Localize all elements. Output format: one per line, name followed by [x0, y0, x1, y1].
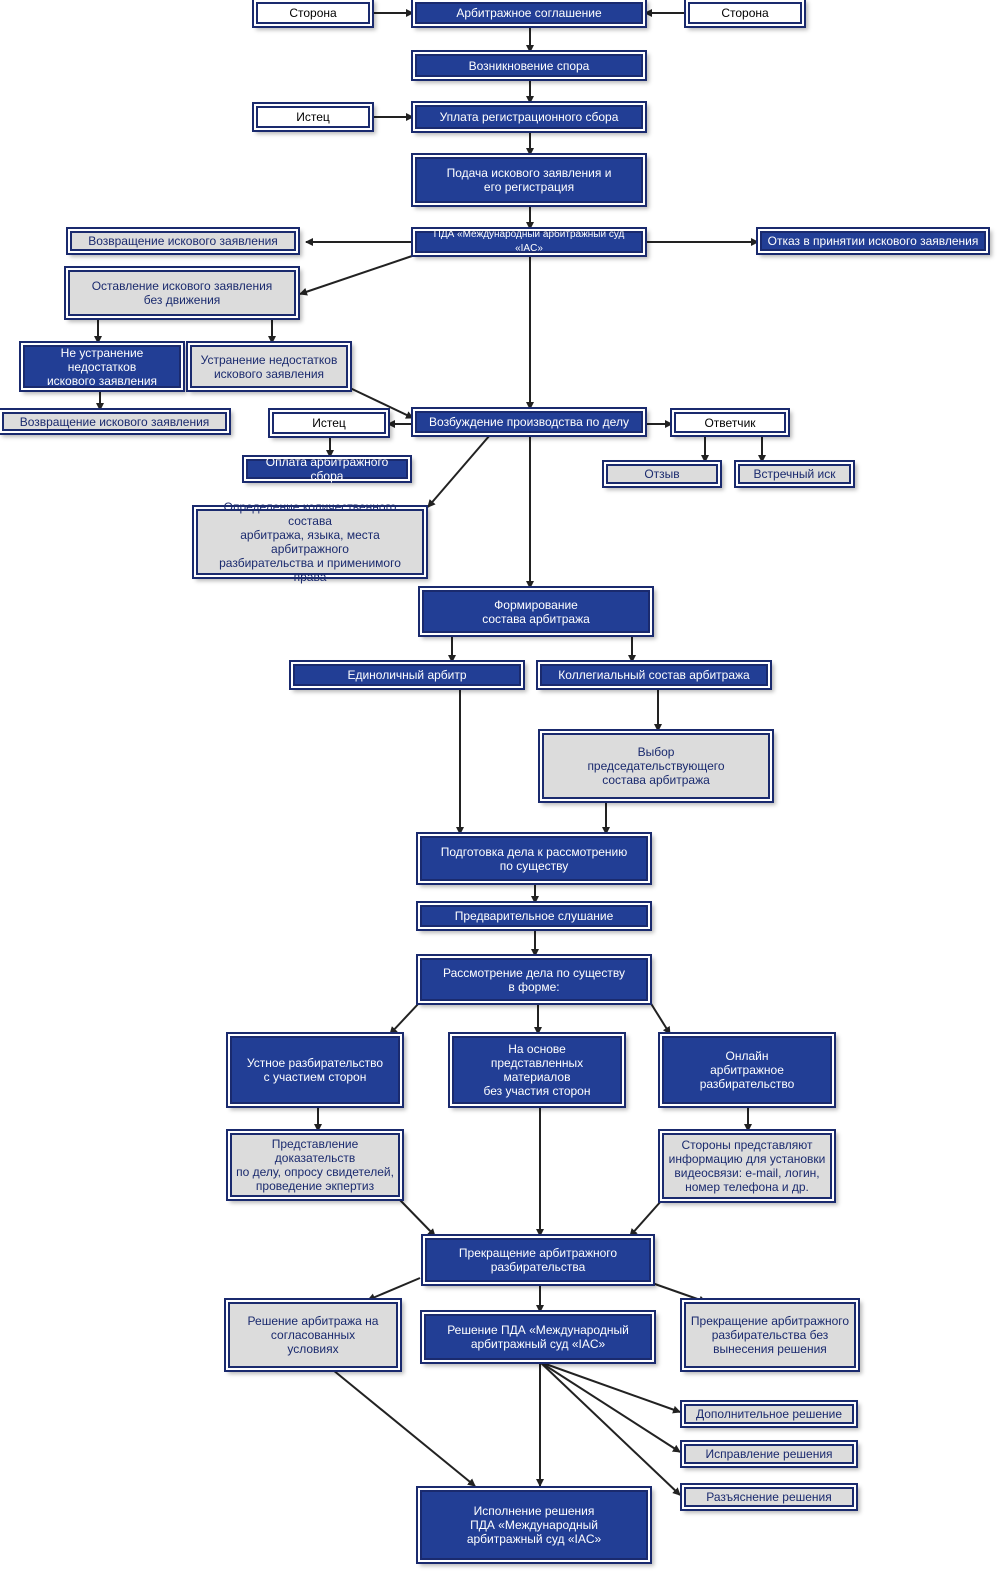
counterclaim-box: Встречный иск	[738, 464, 851, 484]
iac-award-box: Решение ПДА «Международный арбитражный с…	[424, 1314, 652, 1360]
determination-box: Определение количественного состава арби…	[196, 500, 424, 584]
no-motion-box: Оставление искового заявления без движен…	[68, 270, 296, 316]
arrow-evidence-to-termination	[399, 1199, 436, 1237]
evidence-box: Представление доказательств по делу, опр…	[230, 1133, 400, 1197]
arrow-fixed-to-proceedings	[349, 387, 414, 419]
case-preparation-box: Подготовка дела к рассмотрению по сущест…	[420, 836, 648, 881]
merits-consideration-box: Рассмотрение дела по существу в форме:	[420, 958, 648, 1001]
arrow-iac-to-no-motion	[299, 254, 416, 296]
iac-court-box: ПДА «Международный арбитражный суд «IAC»	[415, 229, 643, 254]
collegial-tribunal-box: Коллегиальный состав арбитража	[540, 664, 768, 686]
claim-filing-box: Подача искового заявления и его регистра…	[415, 157, 643, 203]
preliminary-hearing-box: Предварительное слушание	[420, 905, 648, 927]
presiding-selection-box: Выбор председательствующего состава арби…	[542, 733, 770, 799]
respondent-box: Ответчик	[674, 412, 786, 433]
return-claim-box: Возвращение искового заявления	[70, 231, 296, 251]
return-claim-second-box: Возвращение искового заявления	[2, 412, 227, 431]
additional-award-box: Дополнительное решение	[684, 1404, 854, 1424]
claimant-second-box: Истец	[272, 412, 386, 434]
documents-only-box: На основе представленных материалов без …	[452, 1036, 622, 1104]
oral-hearing-box: Устное разбирательство с участием сторон	[230, 1036, 400, 1104]
registration-fee-box: Уплата регистрационного сбора	[415, 105, 643, 129]
video-info-box: Стороны представляют информацию для уста…	[662, 1133, 832, 1199]
sole-arbitrator-box: Единоличный арбитр	[293, 664, 521, 686]
proceedings-box: Возбуждение производства по делу	[415, 411, 643, 433]
defects-not-fixed-box: Не устранение недостатков искового заявл…	[23, 345, 181, 388]
arrow-iac-award-to-correction	[539, 1361, 681, 1453]
online-hearing-box: Онлайн арбитражное разбирательство	[662, 1036, 832, 1104]
party-right-box: Сторона	[688, 2, 802, 24]
arrow-agreed-award-to-execution	[332, 1369, 476, 1487]
arrow-consideration-to-online	[649, 1001, 671, 1035]
arrow-termination-to-no-award	[651, 1282, 707, 1304]
award-execution-box: Исполнение решения ПДА «Международный ар…	[420, 1490, 648, 1560]
arbitration-agreement-box: Арбитражное соглашение	[415, 2, 643, 24]
clarification-box: Разъяснение решения	[684, 1487, 854, 1507]
arrow-iac-award-to-clarification	[539, 1361, 681, 1496]
arrow-termination-to-agreed-award	[367, 1277, 421, 1301]
dispute-box: Возникновение спора	[415, 54, 643, 77]
termination-no-award-box: Прекращение арбитражного разбирательства…	[684, 1302, 856, 1368]
arrow-proceedings-to-determination	[427, 434, 491, 508]
arrow-video-info-to-termination	[629, 1199, 663, 1237]
claimant-box: Истец	[256, 106, 370, 128]
correction-box: Исправление решения	[684, 1444, 854, 1464]
arbitration-fee-box: Оплата арбитражного сбора	[246, 455, 408, 483]
tribunal-formation-box: Формирование состава арбитража	[422, 590, 650, 633]
party-left-box: Сторона	[256, 2, 370, 24]
agreed-award-box: Решение арбитража на согласованных услов…	[228, 1302, 398, 1368]
arrow-consideration-to-oral	[389, 1001, 421, 1035]
response-box: Отзыв	[606, 464, 718, 484]
arrow-iac-award-to-additional	[539, 1361, 681, 1414]
termination-box: Прекращение арбитражного разбирательства	[425, 1238, 651, 1282]
defects-fixed-box: Устранение недостатков искового заявлени…	[190, 345, 348, 388]
refusal-box: Отказ в принятии искового заявления	[760, 231, 986, 251]
